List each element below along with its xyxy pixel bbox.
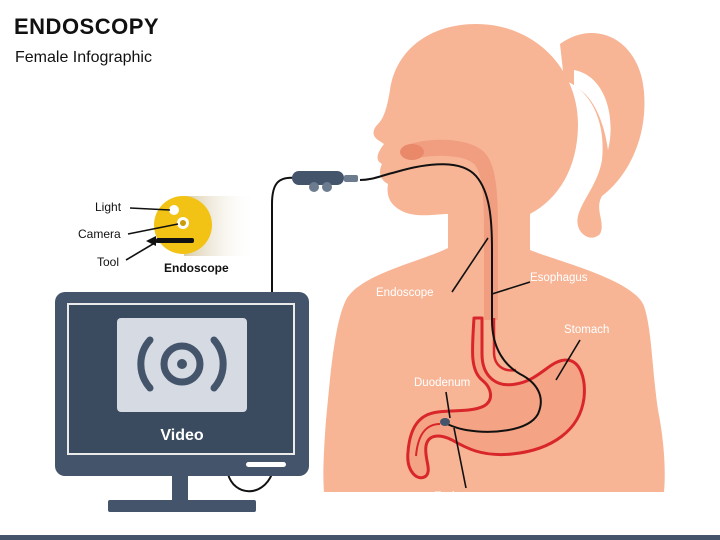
- monitor-stand-neck: [172, 470, 188, 504]
- light-dot: [169, 205, 179, 215]
- esophagus-leader: [491, 281, 531, 295]
- label-camera: Camera: [78, 227, 121, 241]
- ponytail-highlight: [574, 70, 611, 150]
- video-monitor: Video: [55, 292, 309, 512]
- monitor-stand-base: [108, 500, 256, 512]
- stomach-leader: [555, 339, 581, 381]
- footer-bar: [0, 535, 720, 540]
- endoscope-upper-leader: [451, 237, 489, 293]
- endoscope-lower-leader: [453, 427, 467, 489]
- label-duodenum: Duodenum: [414, 377, 470, 389]
- video-signal-icon: [137, 336, 227, 392]
- handle-valve-2: [322, 182, 332, 192]
- tool-arrow: [146, 236, 156, 246]
- duodenum-leader: [445, 391, 451, 419]
- endoscope-handle: [292, 171, 344, 185]
- lens-caption: Endoscope: [164, 261, 229, 275]
- monitor-video-label: Video: [160, 427, 204, 444]
- callout-lines: [445, 237, 581, 489]
- monitor-power-led: [246, 462, 286, 467]
- label-light: Light: [95, 200, 122, 214]
- mouth-cavity: [400, 144, 424, 160]
- duodenum-inner-wall: [415, 423, 441, 457]
- label-endoscope-lower: Endoscope: [434, 491, 492, 503]
- label-endoscope-upper: Endoscope: [376, 287, 434, 299]
- stomach-inner-wall: [492, 318, 517, 372]
- label-esophagus: Esophagus: [530, 272, 588, 284]
- label-tool: Tool: [97, 255, 119, 269]
- tool-channel: [156, 238, 194, 243]
- endoscope-handle-tip: [344, 175, 358, 182]
- cable-into-body: [359, 163, 542, 433]
- page-title: ENDOSCOPY: [14, 14, 160, 39]
- stomach-organ: [406, 316, 586, 480]
- page-subtitle: Female Infographic: [15, 49, 152, 66]
- endoscope-tip: [440, 418, 450, 426]
- handle-valve-1: [309, 182, 319, 192]
- camera-lens: [180, 220, 186, 226]
- cable-to-monitor: [271, 176, 297, 296]
- camera-leader: [127, 223, 179, 235]
- stomach-outline: [406, 316, 586, 480]
- label-stomach: Stomach: [564, 324, 609, 336]
- light-leader: [129, 207, 171, 211]
- endoscope-lens-detail: [125, 196, 256, 261]
